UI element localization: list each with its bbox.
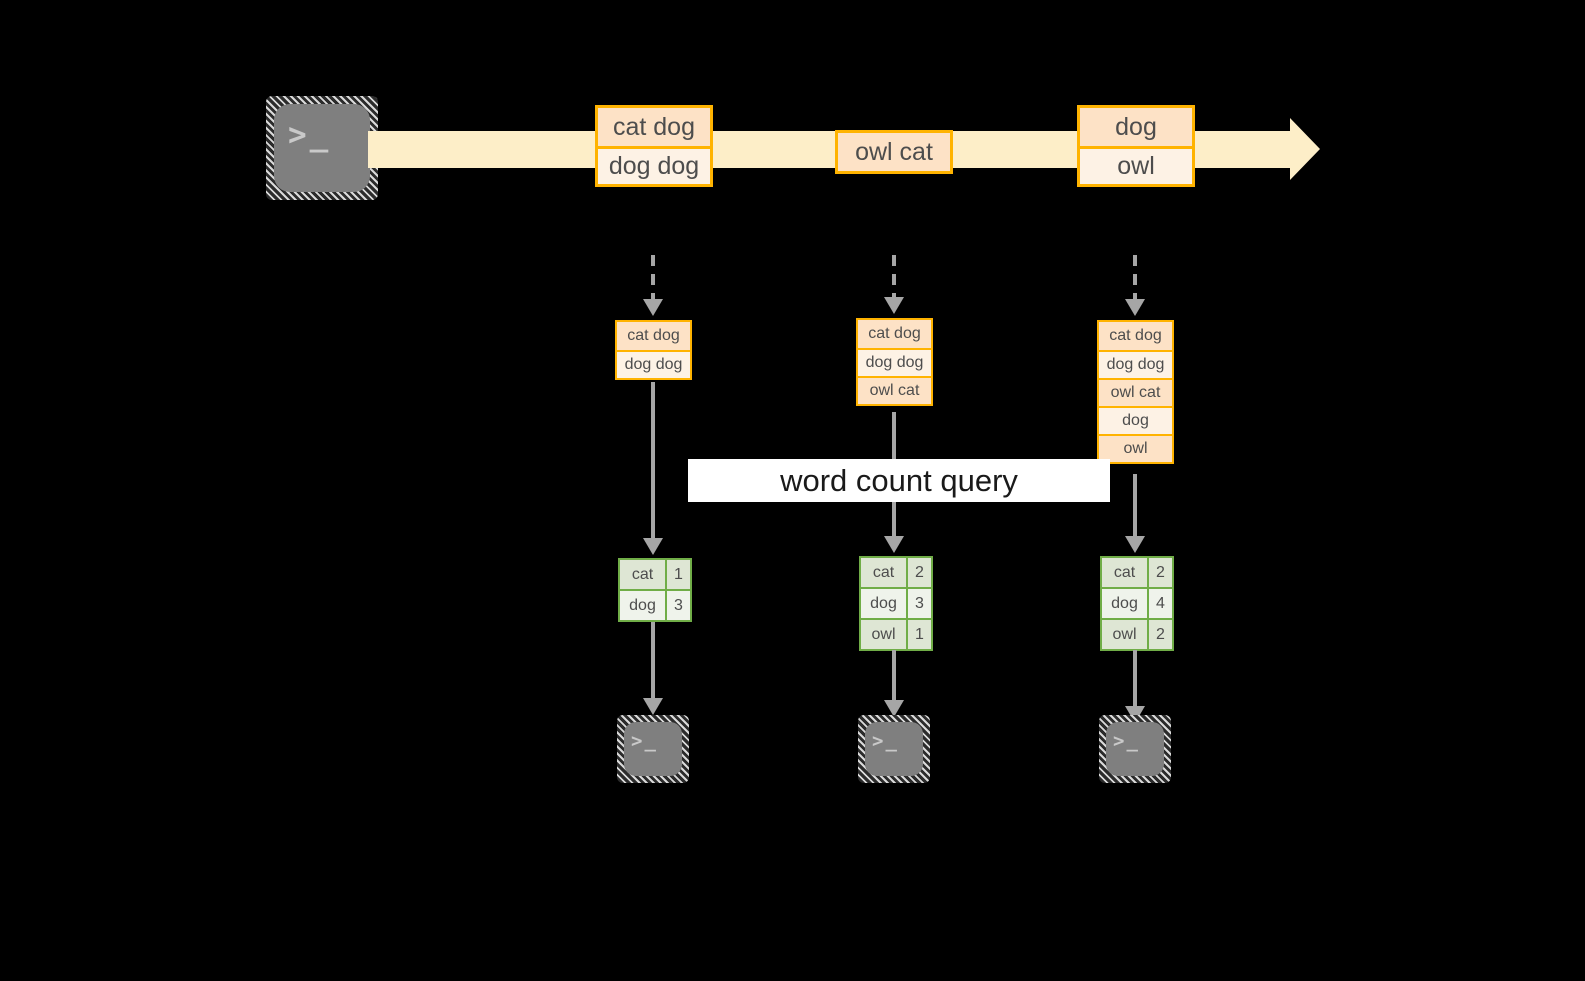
- message-line: owl: [1080, 146, 1192, 184]
- query-arrow-head-3: [1125, 536, 1145, 553]
- result-count: 1: [665, 560, 690, 589]
- result-table-3: cat 2 dog 4 owl 2: [1100, 556, 1174, 651]
- terminal-face: [1106, 722, 1164, 776]
- snapshot-trigger-arrow-shaft-2: [892, 255, 896, 299]
- table-row: owl 1: [861, 618, 931, 649]
- snapshot-row: dog: [1099, 406, 1172, 434]
- snapshot-table-2: cat dog dog dog owl cat: [856, 318, 933, 406]
- snapshot-trigger-arrow-head-1: [643, 299, 663, 316]
- snapshot-row: owl: [1099, 434, 1172, 462]
- terminal-prompt-glyph: >_: [1113, 730, 1140, 752]
- consumer-terminal-icon-2: >_: [858, 715, 930, 783]
- terminal-face: [865, 722, 923, 776]
- snapshot-trigger-arrow-shaft-1: [651, 255, 655, 301]
- consumer-terminal-icon-3: >_: [1099, 715, 1171, 783]
- snapshot-trigger-arrow-head-3: [1125, 299, 1145, 316]
- snapshot-row: dog dog: [617, 350, 690, 378]
- terminal-prompt-glyph: >_: [288, 117, 332, 153]
- snapshot-row: cat dog: [858, 320, 931, 348]
- message-line: dog: [1080, 108, 1192, 146]
- result-word: dog: [1102, 589, 1147, 618]
- stream-message-2: owl cat: [835, 130, 953, 174]
- result-count: 3: [665, 591, 690, 620]
- query-label: word count query: [688, 459, 1110, 502]
- result-count: 3: [906, 589, 931, 618]
- result-table-1: cat 1 dog 3: [618, 558, 692, 622]
- message-line: dog dog: [598, 146, 710, 184]
- result-table-2: cat 2 dog 3 owl 1: [859, 556, 933, 651]
- snapshot-row: cat dog: [617, 322, 690, 350]
- consumer-terminal-icon-1: >_: [617, 715, 689, 783]
- result-word: cat: [620, 560, 665, 589]
- output-arrow-shaft-3: [1133, 650, 1137, 708]
- stream-arrowhead: [1290, 118, 1320, 180]
- snapshot-row: cat dog: [1099, 322, 1172, 350]
- table-row: cat 2: [861, 558, 931, 587]
- terminal-face: [274, 104, 370, 192]
- snapshot-trigger-arrow-head-2: [884, 297, 904, 314]
- result-word: cat: [861, 558, 906, 587]
- query-label-text: word count query: [780, 462, 1018, 498]
- table-row: dog 4: [1102, 587, 1172, 618]
- output-arrow-head-2: [884, 700, 904, 717]
- result-count: 1: [906, 620, 931, 649]
- snapshot-table-1: cat dog dog dog: [615, 320, 692, 380]
- result-word: owl: [1102, 620, 1147, 649]
- stream-message-1: cat dog dog dog: [595, 105, 713, 187]
- terminal-face: [624, 722, 682, 776]
- snapshot-trigger-arrow-shaft-3: [1133, 255, 1137, 301]
- query-arrow-shaft-3: [1133, 474, 1137, 538]
- output-arrow-shaft-1: [651, 622, 655, 700]
- output-arrow-head-1: [643, 698, 663, 715]
- terminal-prompt-glyph: >_: [872, 730, 899, 752]
- message-line: owl cat: [838, 133, 950, 171]
- table-row: cat 1: [620, 560, 690, 589]
- snapshot-table-3: cat dog dog dog owl cat dog owl: [1097, 320, 1174, 464]
- query-arrow-head-1: [643, 538, 663, 555]
- producer-terminal-icon: >_: [266, 96, 378, 200]
- terminal-prompt-glyph: >_: [631, 730, 658, 752]
- snapshot-row: dog dog: [1099, 350, 1172, 378]
- snapshot-row: owl cat: [858, 376, 931, 404]
- result-word: cat: [1102, 558, 1147, 587]
- result-word: owl: [861, 620, 906, 649]
- result-word: dog: [861, 589, 906, 618]
- result-word: dog: [620, 591, 665, 620]
- result-count: 2: [906, 558, 931, 587]
- message-line: cat dog: [598, 108, 710, 146]
- snapshot-row: owl cat: [1099, 378, 1172, 406]
- table-row: cat 2: [1102, 558, 1172, 587]
- output-arrow-shaft-2: [892, 650, 896, 702]
- result-count: 2: [1147, 620, 1172, 649]
- snapshot-row: dog dog: [858, 348, 931, 376]
- result-count: 4: [1147, 589, 1172, 618]
- stream-message-3: dog owl: [1077, 105, 1195, 187]
- table-row: dog 3: [620, 589, 690, 620]
- table-row: dog 3: [861, 587, 931, 618]
- query-arrow-head-2: [884, 536, 904, 553]
- table-row: owl 2: [1102, 618, 1172, 649]
- result-count: 2: [1147, 558, 1172, 587]
- query-arrow-shaft-1: [651, 382, 655, 540]
